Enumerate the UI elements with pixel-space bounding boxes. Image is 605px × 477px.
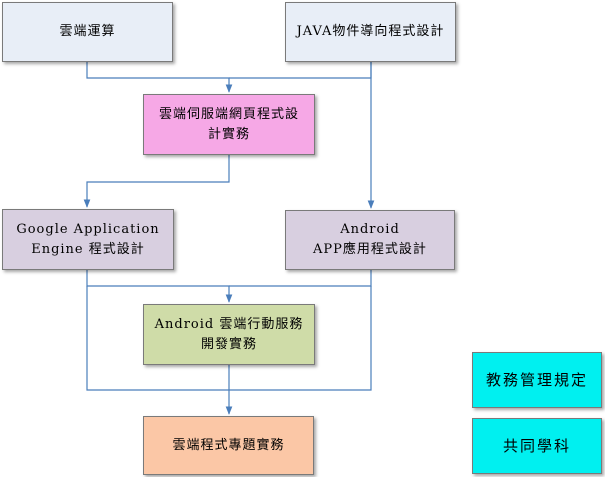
legend-common-subjects-label: 共同學科 bbox=[502, 437, 571, 455]
node-cloud-computing-label: 雲端運算 bbox=[59, 24, 116, 39]
node-cloud-server-web-label: 雲端伺服端網頁程式設 計實務 bbox=[158, 106, 299, 142]
node-google-app-engine: Google Application Engine 程式設計 bbox=[2, 209, 174, 270]
node-cloud-project: 雲端程式專題實務 bbox=[143, 416, 314, 475]
node-java-oop-label: JAVA物件導向程式設計 bbox=[296, 24, 445, 39]
node-android-cloud-mobile: Android 雲端行動服務 開發實務 bbox=[143, 304, 315, 365]
edge-cloud-computing-to-server-web bbox=[86, 62, 233, 93]
node-android-app: Android APP應用程式設計 bbox=[285, 210, 455, 270]
legend-common-subjects: 共同學科 bbox=[472, 418, 602, 474]
edge-server-web-to-google-app-engine bbox=[83, 155, 230, 208]
node-cloud-project-label: 雲端程式專題實務 bbox=[172, 437, 285, 453]
edge-android-app-to-project bbox=[229, 286, 372, 391]
edge-google-app-engine-to-cloud-mobile bbox=[86, 270, 233, 303]
node-android-app-label: Android APP應用程式設計 bbox=[313, 222, 427, 257]
edge-google-app-engine-to-project bbox=[86, 286, 229, 391]
node-cloud-computing: 雲端運算 bbox=[2, 2, 173, 62]
edge-java-to-server-web bbox=[229, 62, 372, 79]
legend-academic-rules-label: 教務管理規定 bbox=[485, 371, 588, 389]
node-google-app-engine-label: Google Application Engine 程式設計 bbox=[16, 221, 160, 257]
node-java-oop: JAVA物件導向程式設計 bbox=[285, 2, 456, 62]
node-android-cloud-mobile-label: Android 雲端行動服務 開發實務 bbox=[154, 316, 304, 352]
edge-android-app-to-cloud-mobile bbox=[229, 270, 372, 287]
node-cloud-server-web: 雲端伺服端網頁程式設 計實務 bbox=[143, 94, 315, 155]
legend-academic-rules: 教務管理規定 bbox=[472, 352, 602, 408]
